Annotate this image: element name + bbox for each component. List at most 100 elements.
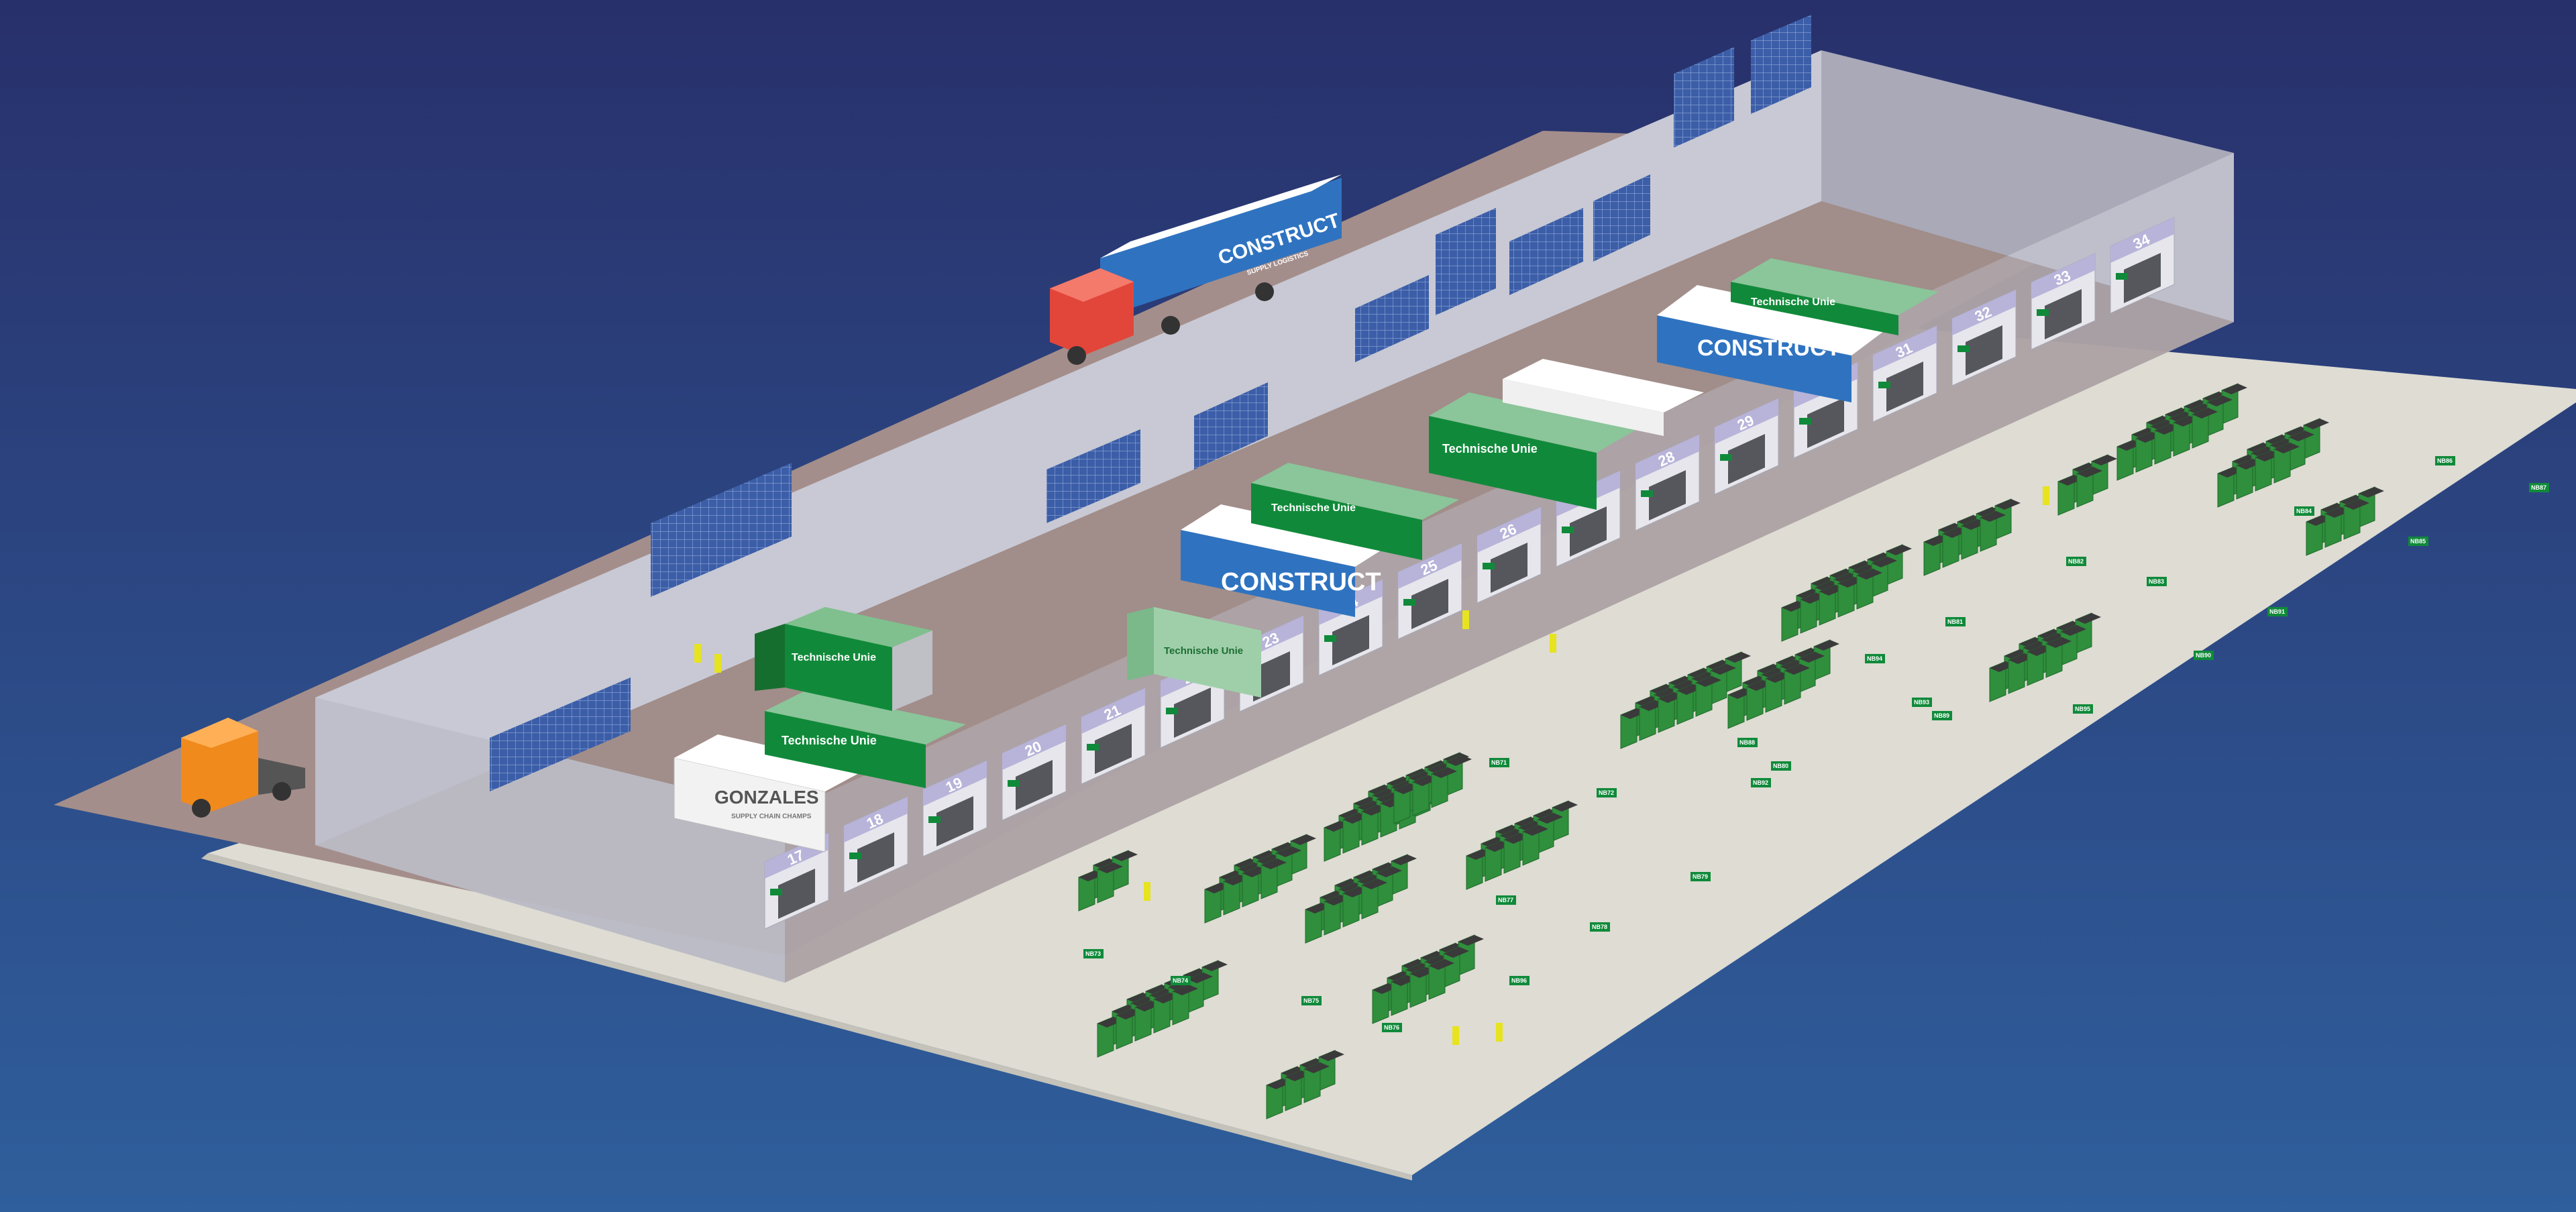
rack-cluster (1372, 934, 1484, 1024)
gonzales-brand: GONZALES (714, 787, 819, 808)
trailer-gonzales: GONZALES SUPPLY CHAIN CHAMPS (674, 734, 869, 852)
technische-brand-6: Technische Unie (1751, 296, 1835, 308)
dock-bay: 25 (1397, 543, 1462, 640)
dock-sign-icon (1403, 599, 1415, 606)
dock-sign-icon (770, 889, 782, 895)
technische-brand-3: Technische Unie (1164, 645, 1243, 657)
location-label: NB88 (1737, 738, 1758, 747)
location-label: NB74 (1171, 976, 1191, 985)
dock-sign-icon (1324, 635, 1336, 642)
location-label: NB73 (1083, 949, 1104, 958)
rack-cluster (1204, 834, 1316, 924)
dock-sign-icon (1878, 382, 1890, 388)
dock-bay: 19 (922, 760, 987, 857)
rack-cluster (1078, 850, 1138, 912)
floor-edge (201, 853, 1412, 1180)
dock-sign-icon (1562, 527, 1574, 533)
svg-text:NB89: NB89 (1934, 712, 1949, 719)
rack-cluster (1620, 651, 1751, 749)
technische-brand-4: Technische Unie (1271, 502, 1356, 514)
dock-bay: 31 (1872, 325, 1937, 423)
dock-sign-icon (1008, 780, 1020, 787)
location-label: NB87 (2529, 483, 2549, 492)
technische-brand-1: Technische Unie (782, 734, 877, 747)
dock-bay: 20 (1002, 724, 1067, 821)
svg-text:NB84: NB84 (2296, 508, 2312, 514)
dock-bay: 28 (1635, 434, 1700, 531)
location-label: NB81 (1945, 617, 1966, 626)
rack-cluster (2217, 418, 2329, 508)
dock-sign-icon (1720, 454, 1732, 461)
rack-cluster (1266, 1050, 1344, 1119)
dock-sign-icon (1483, 563, 1495, 569)
location-label: NB83 (2147, 577, 2167, 586)
svg-text:NB87: NB87 (2531, 484, 2546, 491)
location-label: NB89 (1932, 711, 1952, 720)
rack-cluster (1305, 854, 1417, 944)
location-label: NB79 (1690, 872, 1711, 881)
location-label: NB78 (1590, 922, 1610, 932)
location-label: NB77 (1496, 895, 1516, 905)
dock-sign-icon (928, 816, 941, 823)
back-wall-windows (490, 15, 1811, 791)
dock-sign-icon (1087, 744, 1099, 751)
rack-cluster (1781, 544, 1912, 642)
rack-cluster (1393, 755, 1472, 824)
svg-text:NB80: NB80 (1773, 763, 1788, 769)
rack-cluster (1923, 498, 2021, 576)
red-truck-construct: CONSTRUCT SUPPLY LOGISTICS (1050, 174, 1342, 365)
location-label: NB85 (2408, 537, 2428, 546)
location-label: NB75 (1301, 996, 1322, 1005)
location-label: NB82 (2066, 557, 2086, 566)
box-truck-technische: Technische Unie (755, 607, 932, 711)
dock-sign-icon (1166, 708, 1178, 714)
box-truck-technische-2: Technische Unie (1127, 607, 1261, 698)
location-label: NB86 (2435, 456, 2455, 465)
svg-text:NB86: NB86 (2437, 457, 2453, 464)
rack-cluster (1466, 800, 1578, 890)
location-label: NB96 (1509, 976, 1529, 985)
svg-text:NB83: NB83 (2149, 578, 2164, 585)
location-labels: NB71NB72NB73NB74NB75NB76NB77NB78NB79NB80… (1083, 456, 2549, 1032)
location-label: NB72 (1597, 788, 1617, 797)
svg-text:NB72: NB72 (1599, 789, 1614, 796)
dock-sign-icon (1799, 418, 1811, 425)
svg-text:NB73: NB73 (1085, 950, 1101, 957)
svg-text:NB71: NB71 (1491, 759, 1507, 766)
svg-text:NB79: NB79 (1693, 873, 1708, 880)
trailer-white (1503, 359, 1704, 436)
dock-bay: 26 (1477, 506, 1542, 604)
svg-text:NB88: NB88 (1739, 739, 1755, 746)
svg-text:NB95: NB95 (2075, 706, 2090, 712)
workers (694, 486, 2049, 1045)
trailer-technische-6: Technische Unie (1731, 258, 1939, 335)
location-label: NB90 (2194, 651, 2214, 660)
trailer-construct-1: CONSTRUCT (1181, 504, 1395, 617)
dock-sign-icon (1641, 490, 1653, 497)
dock-sign-icon (1957, 345, 1970, 352)
svg-text:NB82: NB82 (2068, 558, 2084, 565)
svg-text:NB85: NB85 (2410, 538, 2426, 545)
rack-cluster (1097, 960, 1228, 1058)
gonzales-tagline: SUPPLY CHAIN CHAMPS (731, 813, 812, 820)
building-left-wall (315, 698, 785, 983)
rack-cluster (1727, 639, 1839, 729)
rack-cluster (2306, 486, 2384, 556)
location-label: NB84 (2294, 506, 2314, 516)
location-label: NB92 (1751, 778, 1771, 787)
dock-bay: 34 (2110, 217, 2175, 314)
location-label: NB94 (1865, 654, 1885, 663)
svg-text:NB77: NB77 (1498, 897, 1513, 903)
rack-cluster (1989, 612, 2101, 702)
svg-text:NB90: NB90 (2196, 652, 2211, 659)
dock-sign-icon (2037, 309, 2049, 316)
dock-sign-icon (849, 852, 861, 859)
location-label: NB93 (1912, 698, 1932, 707)
trailer-construct-2: CONSTRUCT (1657, 285, 1892, 402)
location-label: NB80 (1771, 761, 1791, 771)
dock-bay: 21 (1081, 687, 1146, 785)
svg-text:NB92: NB92 (1753, 779, 1768, 786)
dock-bay: 29 (1714, 398, 1779, 495)
trailer-technische-1: Technische Unie (765, 691, 966, 788)
